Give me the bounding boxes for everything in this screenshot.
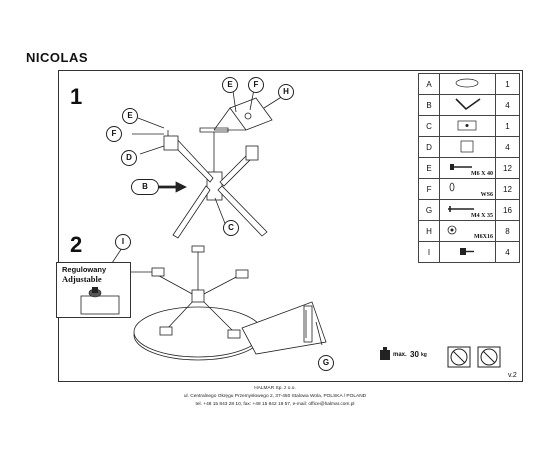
adjustable-foot-icon [460,248,475,255]
part-quantity: 1 [495,115,520,137]
weight-limit-label: max. [393,352,407,358]
part-image-cell [439,136,497,158]
part-letter: I [417,241,441,263]
callout-h-detail: H [278,84,294,100]
part-letter: A [417,73,441,95]
part-size-label: M6 X 40 [471,171,494,177]
no-sitting-icon [477,346,501,368]
adjustable-label-pl: Regulowany [62,265,107,274]
version-label: v.2 [508,372,517,379]
weight-limit-value: 30 [410,350,419,359]
part-quantity: 12 [495,178,520,200]
part-image-cell [439,241,497,263]
callout-d: D [121,150,137,166]
part-letter: E [417,157,441,179]
callout-f: F [106,126,122,142]
part-quantity: 12 [495,157,520,179]
part-quantity: 4 [495,241,520,263]
part-image-cell: WS6 [439,178,497,200]
footer-address: ul. Centralnego Okręgu Przemysłowego 2, … [183,394,367,399]
part-size-label: M4 X 35 [471,213,494,219]
washer-icon [449,182,455,192]
no-standing-icon [447,346,471,368]
part-letter: C [417,115,441,137]
step-number-1: 1 [70,84,83,109]
step1-base-frame [163,127,268,239]
part-image-cell [439,73,497,95]
weight-limit-unit: kg [421,352,427,358]
callout-b: B [131,179,159,195]
part-quantity: 1 [495,73,520,95]
part-size-label: WS6 [480,192,494,198]
callout-e: E [122,108,138,124]
wood-screw-icon [448,206,475,212]
part-quantity: 4 [495,136,520,158]
part-letter: H [417,220,441,242]
oval-tabletop-icon [455,78,479,88]
adjustable-foot-detail: Regulowany Adjustable [56,262,131,318]
part-image-cell [439,115,497,137]
bolt-icon [450,164,473,170]
part-letter: D [417,136,441,158]
part-letter: G [417,199,441,221]
callout-e-detail: E [222,77,238,93]
part-image-cell: M6 X 40 [439,157,497,179]
part-quantity: 8 [495,220,520,242]
part-image-cell: M4 X 35 [439,199,497,221]
callout-c: C [223,220,239,236]
bracket-icon [460,140,474,153]
weight-icon [380,347,390,360]
part-image-cell [439,94,497,116]
part-letter: F [417,178,441,200]
part-image-cell: M6X16 [439,220,497,242]
part-size-label: M6X16 [474,234,494,240]
instruction-frame [58,70,523,382]
callout-i: I [115,234,131,250]
step-number-2: 2 [70,232,83,257]
leg-icon [455,98,481,111]
adjustable-label-en: Adjustable [62,274,102,284]
step2-zoom-detail [241,301,327,355]
document-title: NICOLAS [26,50,88,65]
part-letter: B [417,94,441,116]
mounting-plate-icon [457,120,477,131]
adjustable-foot-icon [80,287,120,315]
callout-f-detail: F [248,77,264,93]
callout-g: G [318,355,334,371]
footer-company: HALMAR Sp. z o.o. [254,386,296,391]
part-quantity: 4 [495,94,520,116]
step1-zoom-detail [213,83,284,131]
footer-contact: tel. +48 15 843 28 10, fax: +48 15 842 1… [195,402,355,407]
short-bolt-icon [447,225,457,235]
step2-table [133,245,263,361]
part-quantity: 16 [495,199,520,221]
